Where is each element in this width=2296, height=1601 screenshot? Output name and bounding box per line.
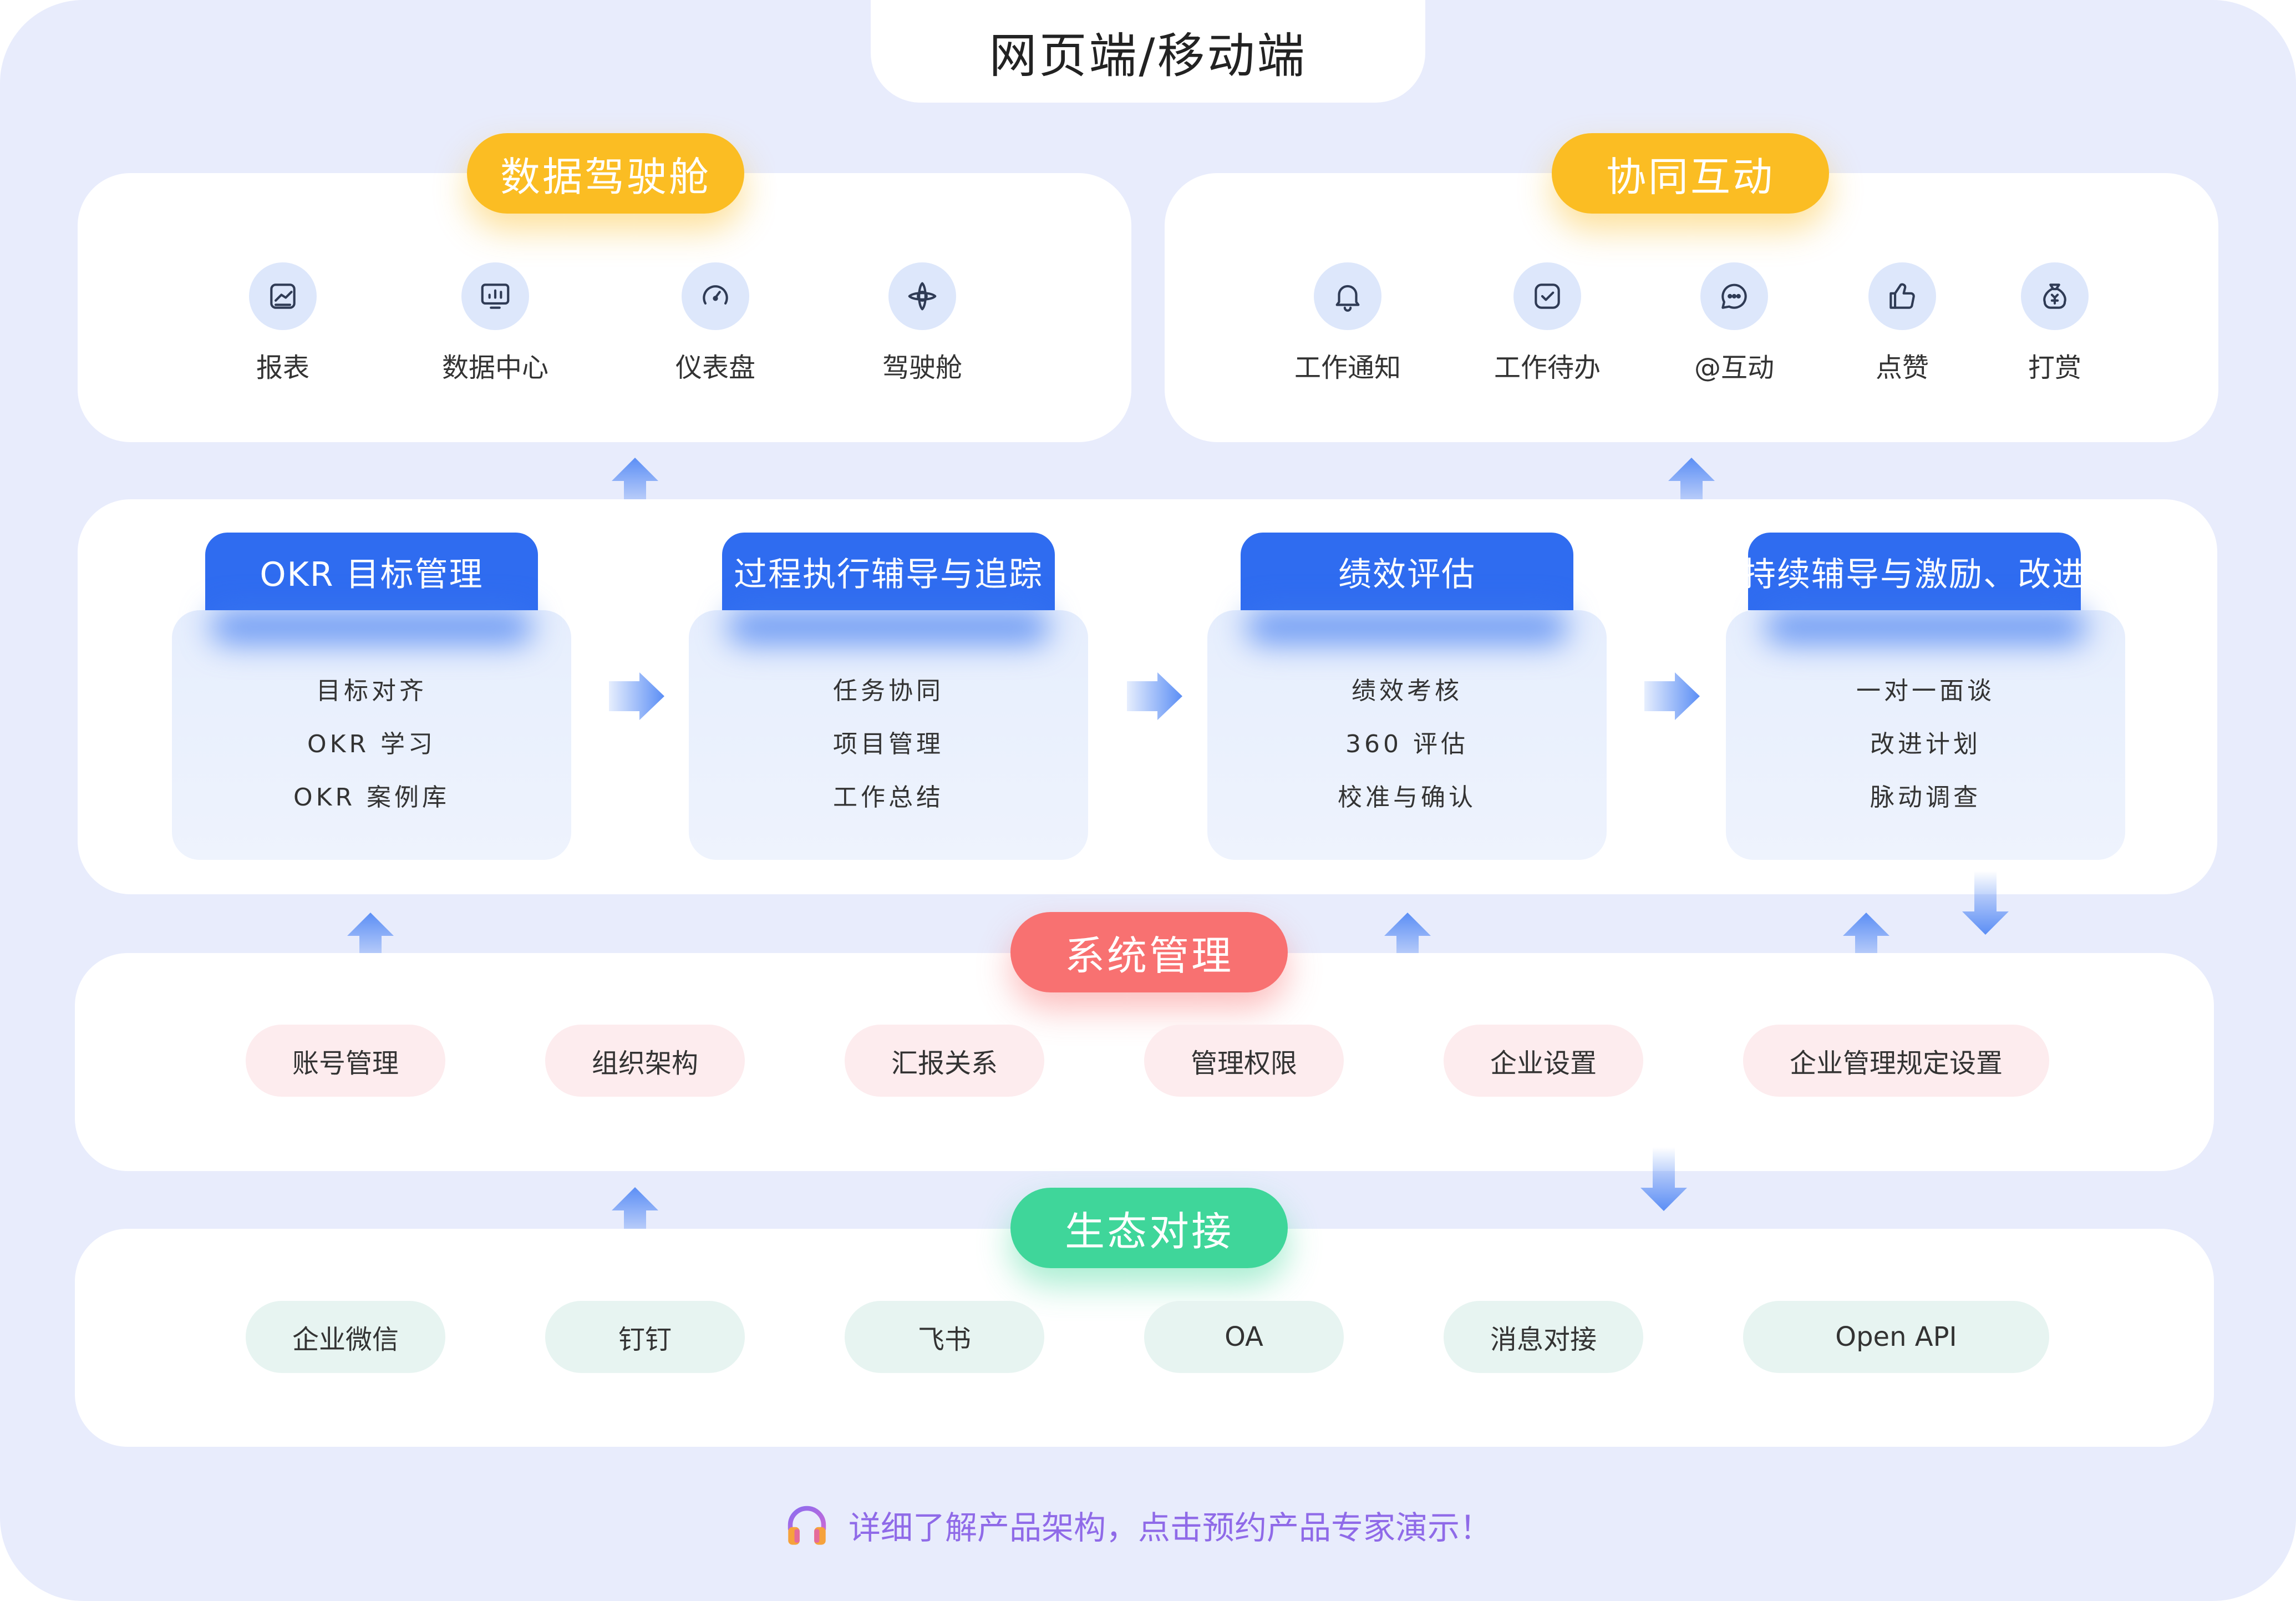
arrow-up-icon: [1384, 913, 1431, 976]
process-line: OKR 学习: [307, 730, 436, 758]
feature-data-center[interactable]: 数据中心: [429, 262, 562, 384]
ecosystem-item[interactable]: 飞书: [845, 1301, 1044, 1373]
process-line: 一对一面谈: [1856, 677, 1995, 705]
process-step-title: OKR 目标管理: [205, 533, 538, 610]
feature-gauge[interactable]: 仪表盘: [649, 262, 782, 384]
process-line: OKR 案例库: [293, 783, 450, 812]
bell-icon: [1314, 262, 1381, 330]
arrow-up-icon: [612, 458, 658, 521]
demo-cta-link[interactable]: 详细了解产品架构，点击预约产品专家演示！: [782, 1494, 1531, 1556]
process-line: 360 评估: [1345, 730, 1469, 758]
feature-label: 点赞: [1875, 352, 1929, 383]
report-icon: [249, 262, 317, 330]
ecosystem-item[interactable]: 钉钉: [545, 1301, 745, 1373]
feature-work-notice[interactable]: 工作通知: [1281, 262, 1414, 384]
process-line: 脉动调查: [1870, 783, 1981, 812]
ecosystem-item[interactable]: Open API: [1743, 1301, 2049, 1373]
system-item[interactable]: 账号管理: [246, 1025, 445, 1097]
collab-title: 协同互动: [1552, 133, 1829, 214]
feature-label: 驾驶舱: [882, 352, 962, 383]
process-step-title: 过程执行辅导与追踪: [722, 533, 1055, 610]
feature-report[interactable]: 报表: [216, 262, 349, 384]
process-line: 目标对齐: [316, 677, 427, 705]
card-glow: [211, 610, 532, 644]
process-line: 绩效考核: [1352, 677, 1462, 705]
arrow-down-icon: [1640, 1147, 1687, 1211]
arrow-up-icon: [347, 913, 394, 976]
system-item[interactable]: 管理权限: [1144, 1025, 1344, 1097]
arrow-down-icon: [1962, 871, 2009, 935]
feature-label: 工作待办: [1494, 352, 1601, 383]
page-title: 网页端/移动端: [871, 0, 1425, 103]
process-line: 项目管理: [833, 730, 944, 758]
data-center-icon: [461, 262, 529, 330]
feature-label: 仪表盘: [675, 352, 755, 383]
feature-label: 工作通知: [1294, 352, 1401, 383]
card-glow: [728, 610, 1049, 644]
process-line: 任务协同: [833, 677, 944, 705]
card-glow: [1246, 610, 1568, 644]
process-line: 工作总结: [833, 783, 944, 812]
system-item[interactable]: 组织架构: [545, 1025, 745, 1097]
ecosystem-item[interactable]: 企业微信: [246, 1301, 445, 1373]
dashboard-gauge-icon: [682, 262, 749, 330]
thumbs-up-icon: [1868, 262, 1936, 330]
process-step-title: 绩效评估: [1241, 533, 1573, 610]
process-step-title: 持续辅导与激励、改进: [1743, 533, 2085, 610]
demo-cta-text: 详细了解产品架构，点击预约产品专家演示！: [849, 1509, 1492, 1547]
process-line: 校准与确认: [1338, 783, 1476, 812]
feature-mention[interactable]: @互动: [1668, 262, 1801, 384]
arrow-right-icon: [1644, 672, 1700, 720]
feature-label: 打赏: [2028, 352, 2081, 383]
money-bag-icon: [2021, 262, 2089, 330]
dashboard-title: 数据驾驶舱: [467, 133, 744, 214]
todo-check-icon: [1513, 262, 1581, 330]
chat-bubble-icon: [1700, 262, 1768, 330]
arrow-right-icon: [1127, 672, 1182, 720]
system-title: 系统管理: [1010, 912, 1288, 992]
feature-label: 报表: [256, 352, 309, 383]
process-step-card[interactable]: 目标对齐 OKR 学习 OKR 案例库: [172, 610, 571, 860]
arrow-up-icon: [1843, 913, 1889, 976]
arrow-up-icon: [1668, 458, 1715, 521]
card-glow: [1765, 610, 2086, 644]
process-step-card[interactable]: 任务协同 项目管理 工作总结: [689, 610, 1088, 860]
ecosystem-item[interactable]: OA: [1144, 1301, 1344, 1373]
process-step-card[interactable]: 一对一面谈 改进计划 脉动调查: [1726, 610, 2125, 860]
feature-cockpit[interactable]: 驾驶舱: [856, 262, 989, 384]
system-item[interactable]: 企业管理规定设置: [1743, 1025, 2049, 1097]
feature-label: 数据中心: [441, 352, 548, 383]
feature-label: @互动: [1694, 352, 1774, 383]
cockpit-icon: [888, 262, 956, 330]
arrow-right-icon: [609, 672, 664, 720]
ecosystem-item[interactable]: 消息对接: [1444, 1301, 1643, 1373]
system-item[interactable]: 汇报关系: [845, 1025, 1044, 1097]
headphones-icon: [788, 1506, 826, 1545]
process-line: 改进计划: [1870, 730, 1981, 758]
feature-reward[interactable]: 打赏: [1988, 262, 2121, 384]
feature-like[interactable]: 点赞: [1836, 262, 1969, 384]
process-step-card[interactable]: 绩效考核 360 评估 校准与确认: [1207, 610, 1607, 860]
arrow-up-icon: [612, 1187, 658, 1251]
system-item[interactable]: 企业设置: [1444, 1025, 1643, 1097]
feature-work-todo[interactable]: 工作待办: [1481, 262, 1614, 384]
ecosystem-title: 生态对接: [1010, 1188, 1288, 1268]
